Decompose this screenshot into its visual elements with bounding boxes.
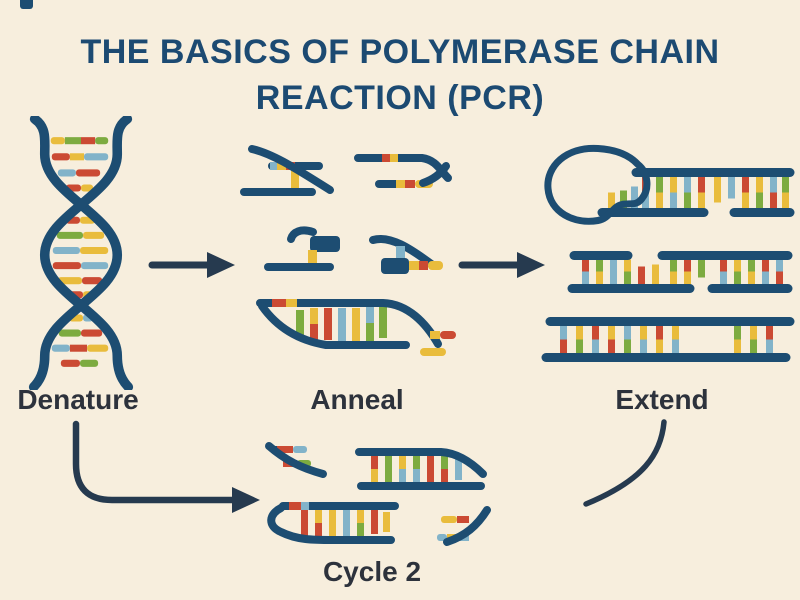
denature-to-cycle2-arrow-icon (72, 420, 260, 513)
extension-products-icon (541, 144, 795, 362)
extend-ladder-top (544, 144, 795, 225)
corner-mark (20, 0, 33, 9)
cycle2-fragment-top-right (355, 448, 487, 490)
title-line-2: REACTION (PCR) (255, 78, 545, 117)
extend-ladder-middle (567, 251, 793, 293)
step-label-denature: Denature (17, 384, 139, 415)
anneal-to-extend-arrow-icon (458, 252, 545, 278)
anneal-fragment-mid-left (264, 226, 340, 271)
denature-to-anneal-arrow-icon (148, 252, 235, 278)
anneal-fragment-top-left (240, 145, 334, 196)
cycle2-fragments-icon (265, 442, 491, 546)
anneal-fragment-top-right (354, 154, 452, 188)
anneal-fragment-duplex (256, 299, 456, 356)
cycle2-label: Cycle 2 (322, 556, 422, 587)
annealing-strands-icon (240, 145, 456, 356)
dna-base-pairs (50, 137, 109, 367)
step-label-anneal: Anneal (310, 384, 404, 415)
cycle2-fragment-bottom-left (267, 502, 399, 544)
helix-strand-left (28, 116, 123, 390)
polymerase-enzyme-icon (544, 144, 651, 225)
extend-to-cycle2-curve-icon (583, 419, 667, 507)
cycle2-fragment-top-left (265, 442, 327, 478)
anneal-fragment-mid-right (369, 234, 443, 274)
cycle2-fragment-bottom-right (437, 506, 491, 546)
page-title: THE BASICS OF POLYMERASE CHAIN REACTION … (0, 30, 800, 122)
dna-double-helix-icon (28, 116, 134, 390)
helix-strand-right (39, 116, 134, 390)
title-line-1: THE BASICS OF POLYMERASE CHAIN (80, 33, 720, 71)
extend-ladder-bottom (541, 317, 795, 362)
step-label-extend: Extend (615, 384, 709, 415)
